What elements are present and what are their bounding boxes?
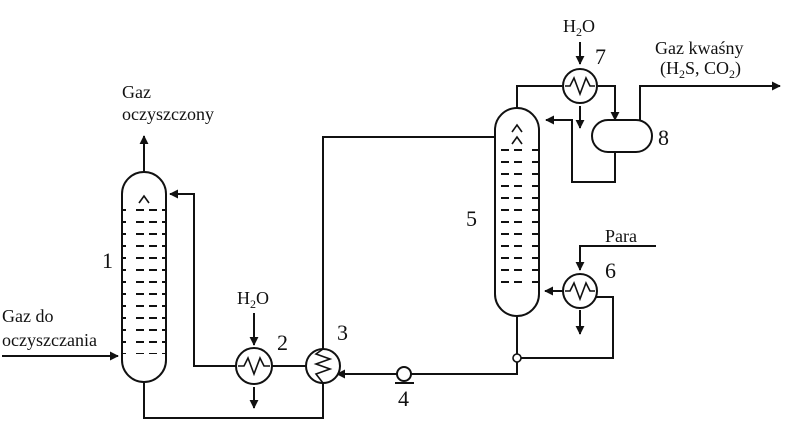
label-number-8: 8 xyxy=(658,125,669,150)
acid-gas-close: ) xyxy=(735,58,741,79)
water-sub-2: 2 xyxy=(576,25,582,39)
pump-body xyxy=(396,366,412,382)
acid-gas-line xyxy=(639,81,781,134)
condenser-water-label: H2O xyxy=(563,16,595,39)
pump xyxy=(395,366,414,384)
regenerator-distributor-2 xyxy=(511,135,523,145)
regenerator-distributor-1 xyxy=(511,123,523,133)
piping xyxy=(2,42,781,419)
water-sub: 2 xyxy=(250,297,256,311)
acid-gas-open: (H xyxy=(660,58,679,79)
steam-label: Para xyxy=(605,226,637,246)
absorber-trays xyxy=(123,204,165,354)
condensate-to-separator-line xyxy=(598,85,620,121)
equipment-numbers: 1 2 3 4 5 6 7 8 xyxy=(102,44,669,411)
heat-exchanger xyxy=(305,348,341,384)
water-o-2: O xyxy=(582,16,595,36)
regenerator-trays xyxy=(496,148,538,284)
acid-gas-sub-co2: 2 xyxy=(729,67,735,81)
separator-drum xyxy=(591,119,653,153)
label-number-7: 7 xyxy=(595,44,606,69)
stream-labels: Gaz do oczyszczania Gaz oczyszczony Gaz … xyxy=(2,16,743,350)
condenser-coil xyxy=(565,76,595,97)
reboiler xyxy=(562,273,598,309)
feed-gas-label-line2: oczyszczania xyxy=(2,330,97,350)
label-number-1: 1 xyxy=(102,248,113,273)
separator-shell xyxy=(591,119,653,153)
cooler-coil xyxy=(238,356,270,377)
absorber-distributor xyxy=(138,194,150,204)
cooler-exchanger xyxy=(235,347,273,385)
regenerator-column xyxy=(494,107,540,317)
label-number-6: 6 xyxy=(605,258,616,283)
cooler-water-label: H2O xyxy=(237,288,269,311)
water-h: H xyxy=(237,288,250,308)
label-number-5: 5 xyxy=(466,206,477,231)
label-number-3: 3 xyxy=(337,320,348,345)
lean-solution-return-line xyxy=(169,189,236,367)
feed-gas-label-line1: Gaz do xyxy=(2,306,53,326)
heat-exchanger-coil xyxy=(313,348,333,384)
reboiler-feed-line xyxy=(521,296,614,359)
reflux-line xyxy=(545,115,616,183)
absorber-column xyxy=(121,171,167,383)
condenser xyxy=(562,68,598,104)
reboiler-coil xyxy=(565,281,595,302)
overhead-vapor-line xyxy=(516,85,562,108)
water-h-2: H xyxy=(563,16,576,36)
junction-node xyxy=(512,353,522,363)
reboiler-shell xyxy=(562,273,598,309)
rich-solution-line xyxy=(143,136,515,419)
purified-gas-label-line2: oczyszczony xyxy=(122,104,214,124)
acid-gas-label-line1: Gaz kwaśny xyxy=(655,38,743,58)
acid-gas-sub-h2: 2 xyxy=(679,67,685,81)
acid-gas-label-line2: (H2S, CO2) xyxy=(660,58,741,81)
purified-gas-label-line1: Gaz xyxy=(122,82,151,102)
condenser-shell xyxy=(562,68,598,104)
acid-gas-mid: S, CO xyxy=(685,58,729,78)
water-o: O xyxy=(256,288,269,308)
lean-solution-line-a xyxy=(410,362,518,375)
label-number-4: 4 xyxy=(398,386,409,411)
steam-line xyxy=(575,245,656,271)
cooler-shell xyxy=(235,347,273,385)
label-number-2: 2 xyxy=(277,330,288,355)
